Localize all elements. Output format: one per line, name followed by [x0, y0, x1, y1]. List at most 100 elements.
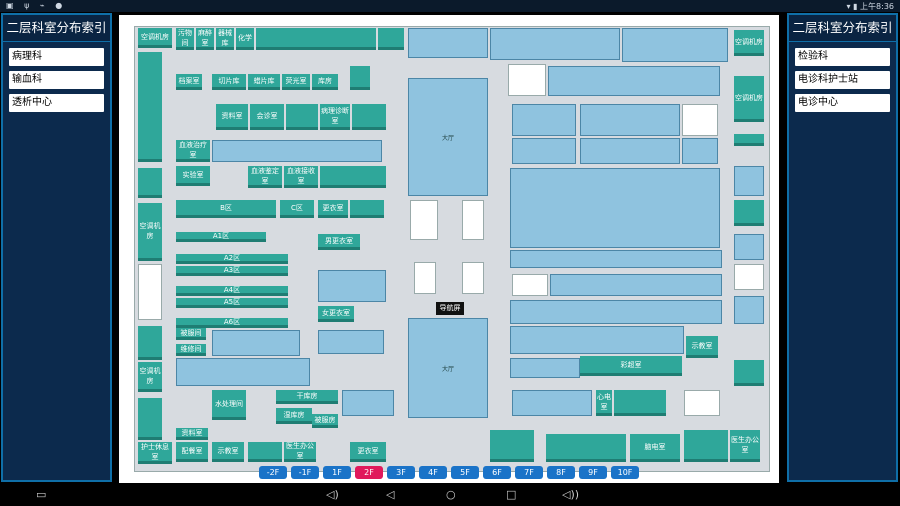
floor-button-4[interactable]: 4F — [419, 466, 447, 479]
floor-button-2[interactable]: 2F — [355, 466, 383, 479]
room-wet-storage[interactable]: 湿库房 — [276, 408, 312, 424]
room-a4-zone[interactable]: A4区 — [176, 286, 288, 296]
room-ecg-group[interactable] — [546, 434, 626, 462]
room-doctor-office-right[interactable]: 医生办公室 — [730, 430, 760, 462]
room-stair2 — [508, 64, 546, 96]
room-ac1[interactable]: 空调机房 — [138, 28, 172, 48]
room-ac7[interactable] — [734, 360, 764, 386]
room-pathology-diagnosis[interactable]: 病理诊断室 — [320, 104, 350, 130]
room-chemistry[interactable]: 化学 — [236, 28, 254, 50]
room-small-group[interactable] — [352, 104, 386, 130]
room-stair3 — [682, 104, 718, 136]
dept-item-dialysis[interactable]: 透析中心 — [9, 94, 104, 112]
room-changing-low[interactable]: 更衣室 — [350, 442, 386, 462]
room-repair[interactable]: 维修间 — [176, 344, 206, 356]
volume-down-icon[interactable]: ◁) — [326, 488, 339, 501]
dept-item-ecg-nurse-station[interactable]: 电诊科护士站 — [795, 71, 890, 89]
screenshot-icon[interactable]: ▭ — [36, 488, 47, 501]
dept-item-blood-transfusion[interactable]: 输血科 — [9, 71, 104, 89]
room-small-left[interactable] — [138, 168, 162, 198]
room-b-zone[interactable]: B区 — [176, 200, 276, 218]
floor-button-5[interactable]: 5F — [451, 466, 479, 479]
room-a6-zone[interactable]: A6区 — [176, 318, 288, 328]
room-lab-row4 — [510, 300, 722, 324]
room-ac3[interactable]: 空调机房 — [138, 362, 162, 392]
floor-button-7[interactable]: 7F — [515, 466, 543, 479]
room-blood-identify[interactable]: 血液鉴定室 — [248, 166, 282, 188]
room-c-zone[interactable]: C区 — [280, 200, 314, 218]
room-ultrasound-group[interactable] — [614, 390, 666, 416]
room-female-changing[interactable]: 女更衣室 — [318, 306, 354, 322]
recent-apps-icon[interactable]: □ — [506, 488, 517, 501]
nav-screen-marker[interactable]: 导航屏 — [436, 302, 464, 315]
room-wax-store[interactable]: 蜡片库 — [248, 74, 280, 90]
room-side-right1[interactable] — [734, 134, 764, 146]
room-intervention[interactable] — [684, 430, 728, 462]
room-lab[interactable]: 实验室 — [176, 166, 210, 186]
room-equipment[interactable]: 器械库 — [216, 28, 234, 50]
room-top-row[interactable] — [256, 28, 376, 50]
room-small-c[interactable] — [350, 200, 384, 218]
dept-item-pathology[interactable]: 病理科 — [9, 48, 104, 66]
room-linen[interactable]: 被服间 — [176, 328, 206, 340]
home-icon[interactable]: ○ — [446, 488, 456, 501]
room-corridor-block — [212, 140, 382, 162]
room-diagnosis1[interactable] — [286, 104, 318, 130]
room-ac2[interactable]: 空调机房 — [138, 203, 162, 261]
room-elevator2 — [462, 200, 484, 240]
floor-button-9[interactable]: 9F — [579, 466, 607, 479]
room-records2[interactable]: 资料室 — [176, 428, 208, 440]
room-pantry[interactable]: 配餐室 — [176, 442, 208, 462]
floor-button-8[interactable]: 8F — [547, 466, 575, 479]
room-blood-receive[interactable]: 血液接收室 — [284, 166, 318, 188]
room-teaching[interactable]: 示教室 — [212, 442, 244, 462]
room-ac6[interactable] — [734, 200, 764, 226]
floor-button-3[interactable]: 3F — [387, 466, 415, 479]
room-archive[interactable]: 档案室 — [176, 74, 202, 90]
floor-button-1[interactable]: 1F — [323, 466, 351, 479]
floor-button-6[interactable]: 6F — [483, 466, 511, 479]
room-eeg[interactable]: 脑电室 — [630, 434, 680, 462]
floor-button-b2[interactable]: -2F — [259, 466, 287, 479]
room-a2-zone[interactable]: A2区 — [176, 254, 288, 264]
room-storage[interactable]: 库房 — [312, 74, 338, 90]
dept-item-laboratory[interactable]: 检验科 — [795, 48, 890, 66]
room-water-treatment[interactable]: 水处理间 — [212, 390, 246, 420]
room-fluorescence[interactable]: 荧光室 — [282, 74, 310, 90]
room-consultation[interactable]: 会诊室 — [250, 104, 284, 130]
floor-button-10[interactable]: 10F — [611, 466, 639, 479]
room-dry-storage[interactable]: 干库房 — [276, 390, 338, 404]
room-side-right3 — [734, 234, 764, 260]
room-teaching-right[interactable]: 示教室 — [686, 336, 718, 358]
room-ecg1[interactable]: 心电室 — [596, 390, 612, 416]
room-small-right[interactable] — [320, 166, 386, 188]
room-doctor-office[interactable]: 医生办公室 — [284, 442, 316, 462]
room-records[interactable]: 资料室 — [216, 104, 248, 130]
room-ac4[interactable]: 空调机房 — [734, 30, 764, 56]
back-icon[interactable]: ◁ — [386, 488, 395, 501]
room-misc-left2[interactable] — [138, 398, 162, 440]
room-changing[interactable]: 更衣室 — [318, 200, 348, 218]
room-a1-zone[interactable]: A1区 — [176, 232, 266, 242]
room-nurse-rest[interactable]: 护士休息室 — [138, 442, 172, 464]
room-storage2[interactable] — [350, 66, 370, 90]
room-small-low[interactable] — [248, 442, 282, 462]
room-ac5[interactable]: 空调机房 — [734, 76, 764, 122]
room-bottom-group1[interactable] — [490, 430, 534, 462]
room-waste[interactable]: 污物间 — [176, 28, 194, 50]
room-a3-zone[interactable]: A3区 — [176, 266, 288, 276]
room-a5-zone[interactable]: A5区 — [176, 298, 288, 308]
room-linen-store[interactable]: 被服房 — [312, 414, 338, 428]
room-column-left[interactable] — [138, 52, 162, 162]
dept-item-ecg-center[interactable]: 电诊中心 — [795, 94, 890, 112]
floor-button-b1[interactable]: -1F — [291, 466, 319, 479]
room-male-changing[interactable]: 男更衣室 — [318, 234, 360, 250]
room-anesthesia[interactable]: 麻醉室 — [196, 28, 214, 50]
room-top-right[interactable] — [378, 28, 404, 50]
room-ultrasound[interactable]: 彩超室 — [580, 356, 682, 376]
room-blood-therapy[interactable]: 血液治疗室 — [176, 140, 210, 162]
room-dialysis-hall — [176, 358, 310, 386]
room-slice-store[interactable]: 切片库 — [212, 74, 246, 90]
volume-up-icon[interactable]: ◁)) — [562, 488, 580, 501]
room-misc-left[interactable] — [138, 326, 162, 360]
